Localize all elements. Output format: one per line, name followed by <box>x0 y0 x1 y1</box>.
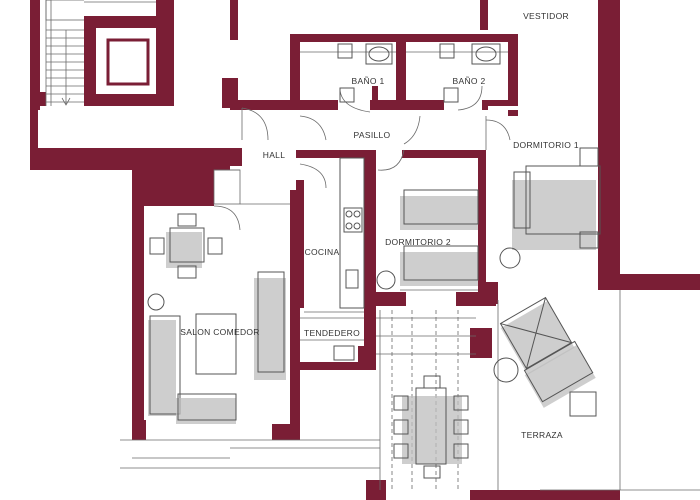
stairwell <box>30 0 174 110</box>
room-labels: VESTIDOR BAÑO 1 BAÑO 2 PASILLO HALL DORM… <box>180 11 579 440</box>
label-salon-comedor: SALON COMEDOR <box>180 327 259 337</box>
dormitorio2-furniture <box>376 189 479 290</box>
walls <box>30 0 700 500</box>
label-dormitorio-1: DORMITORIO 1 <box>513 140 579 150</box>
terraza-furniture <box>393 296 597 479</box>
label-bano-1: BAÑO 1 <box>352 76 385 86</box>
label-pasillo: PASILLO <box>354 130 391 140</box>
label-dormitorio-2: DORMITORIO 2 <box>385 237 451 247</box>
kitchen-fixtures <box>333 157 365 361</box>
label-terraza: TERRAZA <box>521 430 563 440</box>
salon-furniture <box>147 213 286 424</box>
label-bano-2: BAÑO 2 <box>453 76 486 86</box>
label-tendedero: TENDEDERO <box>304 328 360 338</box>
thin-lines <box>120 51 700 491</box>
label-vestidor: VESTIDOR <box>523 11 569 21</box>
bathroom-fixtures <box>337 43 501 103</box>
label-hall: HALL <box>263 150 285 160</box>
label-cocina: COCINA <box>305 247 340 257</box>
dormitorio1-furniture <box>499 147 601 269</box>
